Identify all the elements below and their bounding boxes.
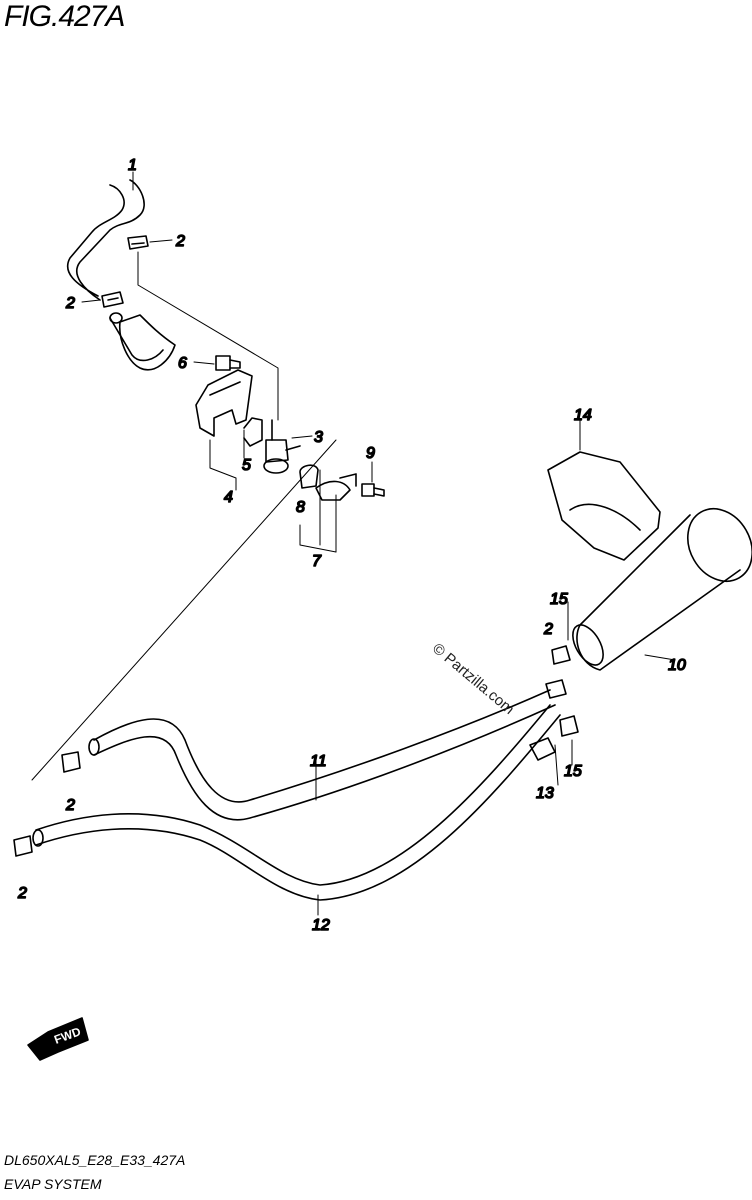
fwd-arrow-icon: FWD [27, 1017, 89, 1061]
callout-1: 1 [128, 157, 137, 174]
callout-2: 2 [65, 295, 75, 312]
cover-14[interactable] [547, 451, 661, 561]
leader-lines [31, 171, 676, 916]
canister-10[interactable] [567, 497, 752, 671]
clamp-2-lower-a[interactable] [61, 751, 81, 773]
clip-5[interactable] [243, 417, 263, 447]
clip-8[interactable] [299, 464, 319, 489]
bolt-9[interactable] [361, 483, 385, 497]
clamp-7[interactable] [315, 473, 357, 501]
callout-15: 15 [564, 763, 582, 780]
callout-4: 4 [224, 489, 233, 506]
clamp-15-upper[interactable] [551, 645, 571, 665]
callout-2: 2 [175, 233, 185, 250]
diagram-subtitle: EVAP SYSTEM [4, 1176, 102, 1192]
callout-3: 3 [314, 429, 323, 446]
diagram-code: DL650XAL5_E28_E33_427A [4, 1152, 186, 1168]
callout-2: 2 [65, 797, 75, 814]
hose-1[interactable] [66, 179, 176, 371]
clamp-15-lower[interactable] [559, 715, 579, 737]
callout-2: 2 [17, 885, 27, 902]
callout-13: 13 [536, 785, 554, 802]
callout-14: 14 [574, 407, 592, 424]
clamp-2-canister[interactable] [545, 679, 567, 699]
callout-2: 2 [543, 621, 553, 638]
cap-13[interactable] [529, 737, 556, 761]
callout-6: 6 [178, 355, 187, 372]
callout-5: 5 [242, 457, 251, 474]
callout-11: 11 [310, 753, 327, 770]
callout-12: 12 [312, 917, 330, 934]
callout-9: 9 [366, 445, 375, 462]
clamp-2-mid[interactable] [101, 291, 124, 308]
clamp-2-upper[interactable] [127, 235, 149, 250]
hose-11[interactable] [88, 689, 556, 821]
valve-3[interactable] [263, 419, 301, 474]
bracket-4[interactable] [195, 369, 253, 437]
callout-labels: 1 2 2 6 3 5 4 9 8 7 14 15 2 10 11 2 2 12… [16, 156, 686, 935]
callout-10: 10 [668, 657, 686, 674]
callout-15: 15 [550, 591, 568, 608]
callout-8: 8 [296, 499, 305, 516]
clamp-2-lower-b[interactable] [13, 835, 33, 857]
callout-7: 7 [312, 553, 322, 570]
bolt-6[interactable] [215, 355, 241, 371]
hose-12[interactable] [32, 704, 561, 901]
figure-title: FIG.427A [4, 0, 125, 33]
